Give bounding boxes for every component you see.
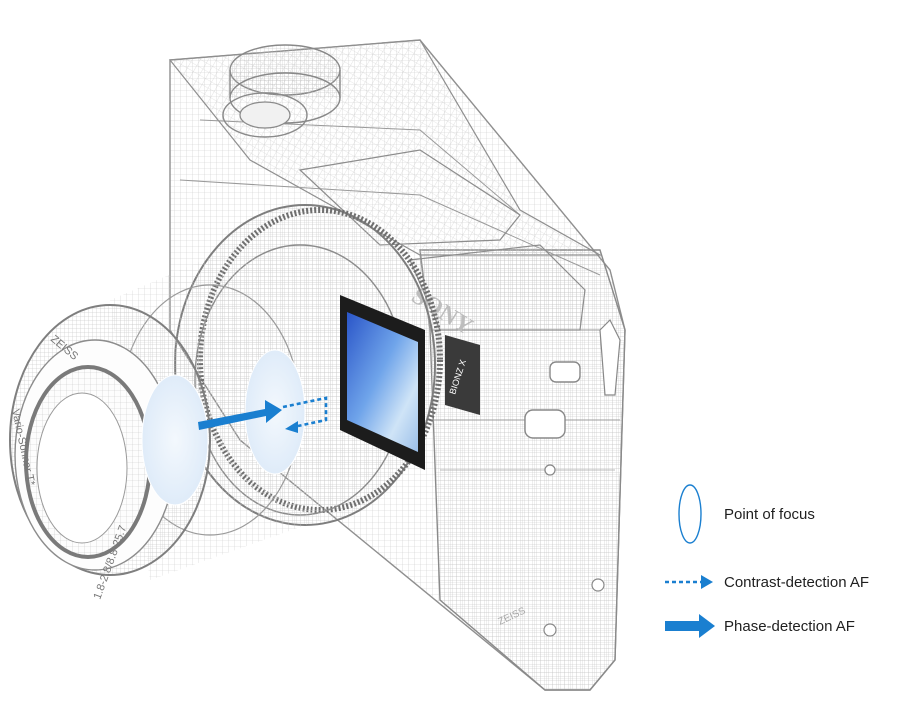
solid-arrow-icon bbox=[660, 606, 720, 646]
processor-badge: BIONZ X bbox=[445, 335, 480, 415]
legend-label-phase-detection: Phase-detection AF bbox=[724, 617, 855, 635]
legend-item-contrast-detection: Contrast-detection AF bbox=[660, 562, 869, 602]
focus-point-front bbox=[141, 374, 209, 506]
phase-detection-arrow bbox=[198, 400, 282, 430]
legend-item-point-of-focus: Point of focus bbox=[660, 484, 815, 544]
image-sensor bbox=[340, 295, 425, 470]
legend-item-phase-detection: Phase-detection AF bbox=[660, 606, 855, 646]
legend: Point of focus Contrast-detection AF Pha… bbox=[660, 480, 895, 660]
contrast-detection-arrow bbox=[282, 396, 328, 433]
legend-label-point-of-focus: Point of focus bbox=[724, 505, 815, 523]
ellipse-outline-icon bbox=[660, 484, 720, 544]
dashed-arrow-icon bbox=[660, 562, 720, 602]
legend-label-contrast-detection: Contrast-detection AF bbox=[724, 573, 870, 591]
